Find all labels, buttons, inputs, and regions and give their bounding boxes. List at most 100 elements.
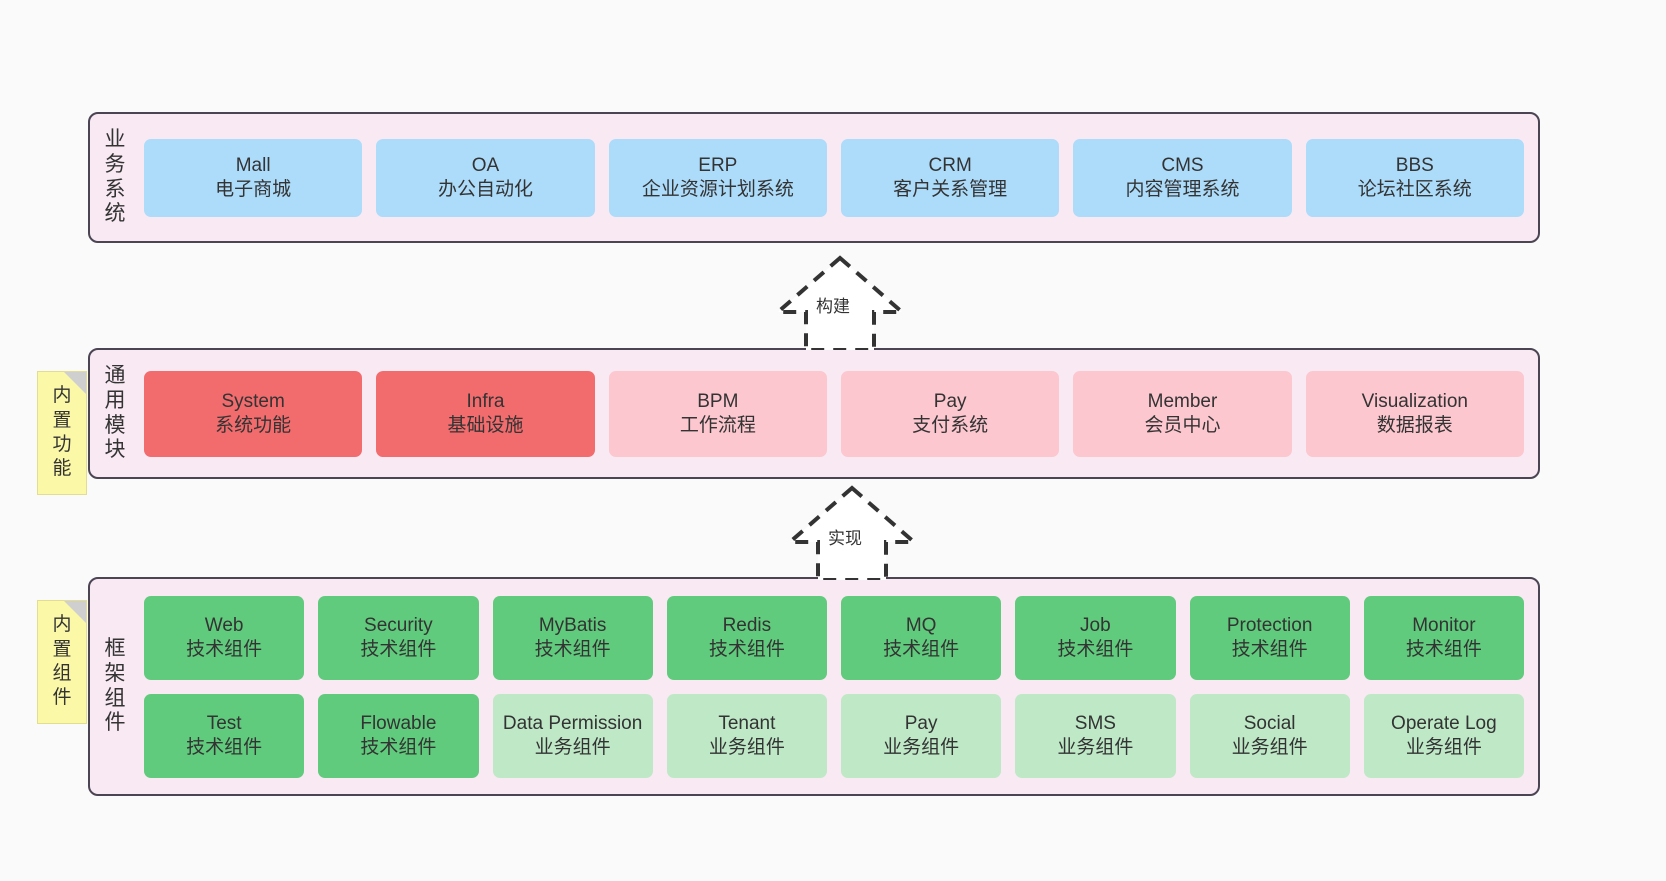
layer-title-char: 组 [104,686,126,710]
card-title: Member [1147,391,1218,413]
card-oa[interactable]: OA 办公自动化 [376,138,595,217]
card-crm[interactable]: CRM 客户关系管理 [840,138,1060,217]
note-char: 内 [52,614,72,636]
layer-title-char: 架 [104,661,126,685]
card-erp[interactable]: ERP 企业资源计划系统 [608,138,827,217]
card-subtitle: 技术组件 [1231,638,1308,660]
card-subtitle: 技术组件 [186,638,263,660]
card-mq[interactable]: MQ 技术组件 [841,595,1002,680]
layer-title-business-systems: 业 务 系 统 [90,114,140,241]
card-title: CRM [928,155,972,177]
card-subtitle: 客户关系管理 [893,178,1008,200]
layer-body-common-modules: System 系统功能 Infra 基础设施 BPM 工作流程 Pay 支付系统… [140,350,1538,477]
card-web[interactable]: Web 技术组件 [144,595,305,680]
layer-title-char: 业 [104,127,126,151]
card-subtitle: 技术组件 [883,638,960,660]
card-title: BPM [697,391,739,413]
layer-title-char: 通 [104,363,126,387]
card-redis[interactable]: Redis 技术组件 [666,595,827,680]
card-title: Operate Log [1391,713,1497,735]
note-char: 功 [52,434,72,455]
card-pay-module[interactable]: Pay 支付系统 [840,370,1060,457]
card-title: BBS [1395,155,1434,177]
card-subtitle: 技术组件 [534,638,611,660]
card-bpm[interactable]: BPM 工作流程 [608,370,827,457]
card-cms[interactable]: CMS 内容管理系统 [1073,138,1292,217]
card-subtitle: 业务组件 [534,736,611,758]
arrow-build [772,255,908,350]
card-member[interactable]: Member 会员中心 [1073,370,1292,457]
card-subtitle: 技术组件 [360,638,437,660]
card-subtitle: 技术组件 [186,736,263,758]
note-built-in-components: 内 置 组 件 [37,600,87,724]
layer-title-char: 用 [104,388,126,412]
card-tenant[interactable]: Tenant 业务组件 [666,693,827,778]
card-operate-log[interactable]: Operate Log 业务组件 [1363,693,1524,778]
note-char: 能 [52,458,72,480]
card-protection[interactable]: Protection 技术组件 [1189,595,1350,680]
card-visualization[interactable]: Visualization 数据报表 [1305,370,1524,457]
card-subtitle: 内容管理系统 [1125,178,1240,200]
card-title: Protection [1226,615,1313,637]
card-data-permission[interactable]: Data Permission 业务组件 [492,693,653,778]
card-flowable[interactable]: Flowable 技术组件 [318,693,479,778]
card-pay-component[interactable]: Pay 业务组件 [841,693,1002,778]
layer-business-systems: 业 务 系 统 Mall 电子商城 OA 办公自动化 ERP 企业资源计划系统 [88,112,1540,243]
card-row: System 系统功能 Infra 基础设施 BPM 工作流程 Pay 支付系统… [144,370,1524,457]
card-subtitle: 业务组件 [883,736,960,758]
card-subtitle: 办公自动化 [437,178,533,200]
layer-common-modules: 通 用 模 块 System 系统功能 Infra 基础设施 BPM 工作流程 [88,348,1540,479]
card-test[interactable]: Test 技术组件 [144,693,305,778]
card-monitor[interactable]: Monitor 技术组件 [1363,595,1524,680]
card-title: MQ [905,615,937,637]
card-title: MyBatis [538,615,607,637]
card-bbs[interactable]: BBS 论坛社区系统 [1305,138,1524,217]
arrow-label-build: 构建 [816,297,850,316]
card-security[interactable]: Security 技术组件 [318,595,479,680]
layer-title-common-modules: 通 用 模 块 [90,350,140,477]
card-title: Mall [235,155,271,177]
card-title: Data Permission [502,713,643,735]
layer-title-framework-components: 框 架 组 件 [90,579,140,794]
note-char: 组 [52,663,72,684]
card-infra[interactable]: Infra 基础设施 [376,370,595,457]
card-row: Mall 电子商城 OA 办公自动化 ERP 企业资源计划系统 CRM 客户关系… [144,138,1524,217]
card-title: Pay [904,713,938,735]
card-subtitle: 技术组件 [360,736,437,758]
layer-title-char: 务 [104,152,126,176]
card-subtitle: 企业资源计划系统 [641,178,794,200]
card-title: Pay [933,391,967,413]
card-subtitle: 业务组件 [1405,736,1482,758]
card-sms[interactable]: SMS 业务组件 [1015,693,1176,778]
note-char: 件 [52,687,72,709]
layer-body-framework-components: Web 技术组件 Security 技术组件 MyBatis 技术组件 Redi… [140,579,1538,794]
card-subtitle: 业务组件 [1231,736,1308,758]
card-subtitle: 技术组件 [1405,638,1482,660]
layer-body-business-systems: Mall 电子商城 OA 办公自动化 ERP 企业资源计划系统 CRM 客户关系… [140,114,1538,241]
note-char: 内 [52,385,72,407]
card-title: Monitor [1412,615,1476,637]
card-subtitle: 论坛社区系统 [1357,178,1472,200]
card-mybatis[interactable]: MyBatis 技术组件 [492,595,653,680]
card-subtitle: 会员中心 [1144,414,1221,436]
card-title: Social [1243,713,1296,735]
arrow-implement [784,485,920,580]
card-mall[interactable]: Mall 电子商城 [144,138,363,217]
card-system[interactable]: System 系统功能 [144,370,363,457]
card-job[interactable]: Job 技术组件 [1015,595,1176,680]
card-subtitle: 基础设施 [447,414,524,436]
card-title: Flowable [360,713,437,735]
card-title: Security [364,615,433,637]
card-title: Web [204,615,244,637]
card-title: Test [206,713,242,735]
card-title: CMS [1161,155,1204,177]
card-subtitle: 电子商城 [215,178,292,200]
layer-title-char: 框 [104,636,126,660]
card-title: System [221,391,285,413]
card-social[interactable]: Social 业务组件 [1189,693,1350,778]
layer-title-char: 统 [104,202,126,226]
card-subtitle: 工作流程 [679,414,756,436]
card-subtitle: 支付系统 [912,414,989,436]
card-row: Test 技术组件 Flowable 技术组件 Data Permission … [144,693,1524,778]
